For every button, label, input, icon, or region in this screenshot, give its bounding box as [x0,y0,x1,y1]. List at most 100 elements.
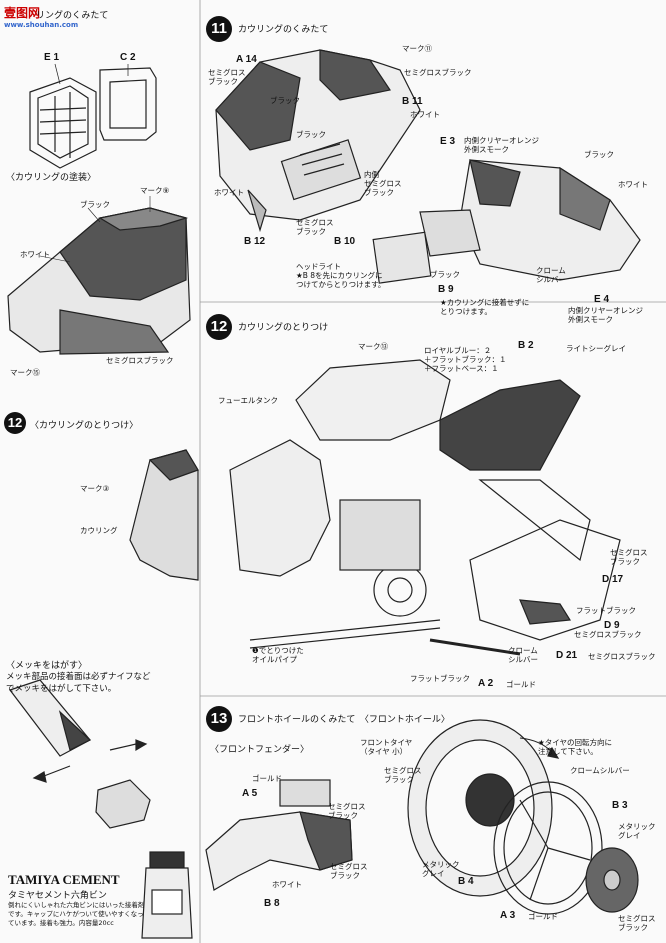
label-chrome-silver: クローム シルバー [536,266,566,284]
part-b2: B 2 [518,340,534,351]
step12-left-header: 〈カウリングのとりつけ〉 [30,421,139,431]
cement-title: TAMIYA CEMENT [8,872,120,887]
part-b9: B 9 [438,284,454,295]
step11-cowling-drawing [215,49,421,233]
label-inner-clear-orange-2: 内側クリヤーオレンジ 外側スモーク [568,306,643,324]
watermark-logo: 壹图网 www.shouhan.com [4,4,78,29]
step11-lower-cowling-drawing [372,159,641,284]
headlight-note: ヘッドライト ★B 8を先にカウリングに つけてからとりつけます。 [296,262,386,289]
label-mark11: マーク⑪ [402,44,432,53]
label-black-3: ブラック [584,150,614,159]
part-d9: D 9 [604,620,620,631]
part-e3: E 3 [440,136,456,147]
label-semigloss-black-d17: セミグロス ブラック [610,548,648,566]
step-12-badge: 12 [206,314,232,340]
label-semigloss-black-3: セミグロスブラック [588,652,656,661]
label-light-sea-gray: ライトシーグレイ [566,344,626,353]
part-a14: A 14 [236,54,257,65]
part-d21: D 21 [556,650,578,661]
label-semigloss-black-13-2: セミグロス ブラック [330,862,368,880]
plating-text-2: でメッキをはがして下さい。 [6,684,117,694]
label-flat-black-1: フラットブラック [576,606,636,615]
tamiya-cement-ad: TAMIYA CEMENT タミヤセメント六角ビン 倒れにくいしゃれた六角ビンに… [8,872,204,938]
label-mark3: マーク③ [80,484,110,493]
label-fuel-tank: フューエルタンク [218,396,278,405]
label-flat-black-2: フラットブラック [410,674,470,683]
front-fender-drawing [205,779,353,891]
part-e4: E 4 [594,294,610,305]
bracket-part-c2 [99,67,157,141]
label-semigloss-black: セミグロスブラック [106,356,174,365]
plating-removal-drawing [9,679,151,829]
label-metallic-gray-2: メタリック グレイ [422,860,460,878]
label-black-1: ブラック [270,96,300,105]
step12-title: カウリングのとりつけ [238,323,329,333]
label-white-2: ホワイト [214,188,244,197]
label-inner-semigloss: 内側 セミグロス ブラック [364,170,402,197]
step11-title: カウリングのくみたて [238,25,329,35]
label-chrome-silver-13: クロームシルバー [570,766,630,775]
cowling-side-drawing [129,449,199,581]
fender-header: 〈フロントフェンダー〉 [210,745,310,755]
plating-header: 〈メッキをはがす〉 [6,661,88,671]
step-11-badge: 11 [206,16,232,42]
label-semigloss-black-13-3: セミグロス ブラック [384,766,422,784]
label-front-tire: フロントタイヤ （タイヤ 小） [360,738,413,756]
step-12-badge-left: 12 [4,412,26,434]
label-white: ホワイト [20,250,50,259]
label-white-3: ホワイト [618,180,648,189]
part-a3: A 3 [500,910,516,921]
tire-rotation-note: ★タイヤの回転方向に 注意して下さい。 [538,738,612,756]
part-a2: A 2 [478,678,494,689]
label-gold-13: ゴールド [252,774,282,783]
part-b3: B 3 [612,800,628,811]
part-b10: B 10 [334,236,356,247]
plating-text-1: メッキ部品の接着面は必ずナイフなど [6,672,151,682]
step-13-badge: 13 [206,706,232,732]
label-semigloss-black-1: セミグロス ブラック [208,68,246,86]
label-oil-pipe: ❶でとりつけた オイルパイプ [252,646,304,664]
label-black: ブラック [80,200,110,209]
part-a5: A 5 [242,788,258,799]
label-semigloss-black-2: セミグロスブラック [404,68,472,77]
cement-bottle-drawing [141,851,193,939]
part-b8: B 8 [264,898,280,909]
label-metallic-gray: メタリック グレイ [618,822,656,840]
watermark-url: www.shouhan.com [4,21,79,29]
part-b12: B 12 [244,236,266,247]
label-white: ホワイト [410,110,440,119]
front-wheel-drawing [407,719,639,915]
label-cowling: カウリング [80,526,118,535]
part-d17: D 17 [602,574,624,585]
label-mark9: マーク⑨ [140,186,170,195]
step12-motorcycle-drawing [229,359,621,656]
label-gold: ゴールド [506,680,536,689]
part-b11: B 11 [402,96,423,107]
label-chrome-silver-12: クローム シルバー [508,646,538,664]
label-mark13: マーク⑬ [358,342,388,351]
left-top-header: リングのくみたて [36,11,109,21]
color-mix-note: ロイヤルブルー：２ ＋フラットブラック：１ ＋フラットベース：１ [424,346,507,373]
label-black-2: ブラック [296,130,326,139]
label-white-13: ホワイト [272,880,302,889]
label-semigloss-black-13-1: セミグロス ブラック [328,802,366,820]
label-semigloss-black-2: セミグロスブラック [574,630,642,639]
label-gold-13-2: ゴールド [528,912,558,921]
cement-description: 倒れにくいしゃれた六角ビンにはいった接着剤です。キャップにハケがついて使いやすく… [8,901,145,927]
cowling-paint-header: 〈カウリングの塗装〉 [6,173,97,183]
part-c2: C 2 [120,52,136,63]
part-e1: E 1 [44,52,60,63]
headlight-part-e1 [29,77,97,169]
label-inner-clear-orange: 内側クリヤーオレンジ 外側スモーク [464,136,539,154]
part-b4: B 4 [458,876,474,887]
label-mark15: マーク⑮ [10,368,40,377]
label-black-4: ブラック [430,270,460,279]
label-semigloss-black-13-4: セミグロス ブラック [618,914,656,932]
cement-subtitle: タミヤセメント六角ビン [8,891,107,901]
label-semigloss-black-3: セミグロス ブラック [296,218,334,236]
watermark-title: 壹图网 [4,6,41,20]
b9-note: ★カウリングに接着せずに とりつけます。 [440,298,530,316]
cowling-paint-drawing [7,207,191,355]
step13-title: フロントホイールのくみたて 〈フロントホイール〉 [238,715,450,725]
